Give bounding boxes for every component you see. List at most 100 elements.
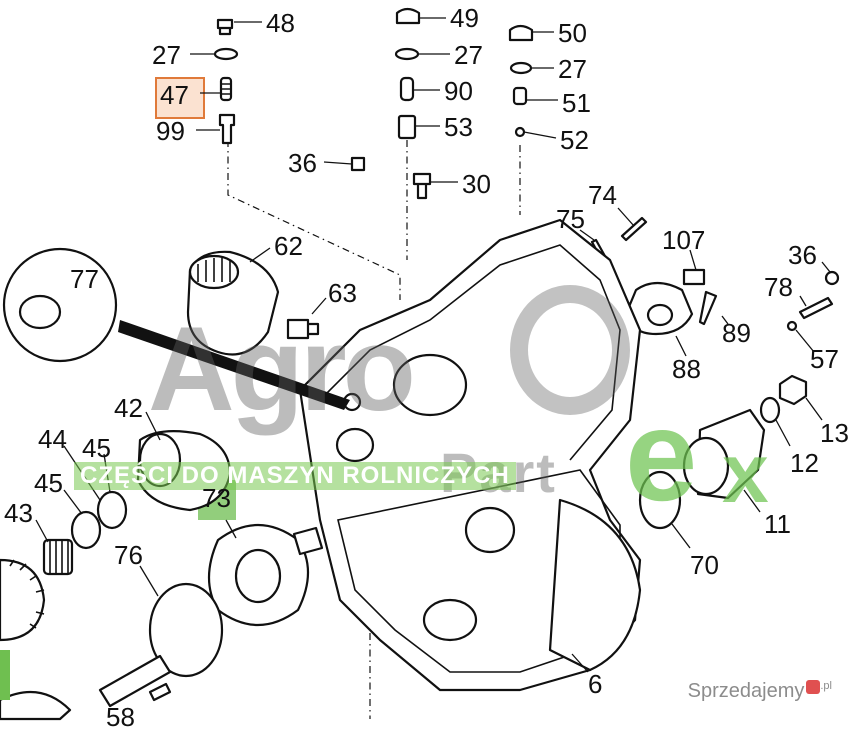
leader-36a [323,161,353,165]
spring-51 [512,86,528,106]
leader-57 [795,329,815,353]
callout-43: 43 [4,498,33,528]
gear-left-teeth [9,559,45,629]
leader-78 [799,295,807,307]
nut-13 [778,374,808,406]
parts-diagram: Agro Part e x CZĘŚCI DO MASZYN ROLNICZYC… [0,3,849,730]
callout-45-lower: 45 [34,468,63,498]
callout-47: 47 [160,80,189,110]
callout-6: 6 [588,669,603,699]
callout-48: 48 [266,8,295,38]
ball-52 [514,126,526,138]
leader-12 [775,419,791,447]
callout-53: 53 [444,112,473,142]
leader-73 [225,519,237,539]
housing-boss [335,427,375,463]
exploded-view-drawing [0,7,840,721]
highlight-47 [155,77,205,119]
leader-88 [675,335,687,357]
housing-bore-low [422,598,478,642]
housing-bore-mid [464,506,516,554]
filter-62-ribs [197,258,231,282]
callout-11: 11 [764,509,791,539]
footer-brand: Sprzedajemy [687,680,805,702]
leader-63 [311,297,327,315]
footer-dot-icon [806,680,821,694]
callout-99: 99 [156,116,185,146]
callout-90: 90 [444,76,473,106]
callout-89: 89 [722,318,751,348]
leader-6 [571,653,589,673]
watermark-brand-o [510,285,630,415]
plug-50 [508,24,534,42]
callout-76: 76 [114,540,143,570]
washer-12 [759,396,781,424]
sleeve-53 [397,114,417,140]
axis-line-left [227,140,401,300]
callout-45-upper: 45 [82,433,111,463]
watermark-brand-e: e [625,382,698,528]
leader-62 [249,247,271,263]
spring-78 [798,296,834,320]
gear-left [0,558,46,642]
bearing-43-rollers [49,540,69,574]
callout-27-left: 27 [152,40,181,70]
fitting-63 [286,318,320,340]
bolt-30 [412,172,432,200]
sensor-107 [682,268,706,286]
leader-74 [617,207,635,227]
housing-bore-top [392,353,468,417]
seal-70 [638,470,682,530]
pto-73-inner [234,548,282,604]
ball-57 [786,320,798,332]
plug-49 [395,7,421,25]
watermark-brand-big: Agro [148,302,416,436]
callout-78: 78 [764,272,793,302]
leader-75 [579,229,595,241]
pin-90 [399,76,415,102]
pto-73-shaft [292,526,324,556]
callout-36-right: 36 [788,240,817,270]
callout-13: 13 [820,418,849,448]
callout-57: 57 [810,344,839,374]
footer-watermark: Sprzedajemy .pl [688,680,832,703]
pin-58-hint [148,682,172,702]
spring-47-coils [221,83,231,95]
callout-75: 75 [556,204,585,234]
callout-74: 74 [588,180,617,210]
watermark-band: CZĘŚCI DO MASZYN ROLNICZYCH [74,462,516,490]
green-edge-mark [0,650,10,700]
leader-36b [821,261,831,273]
callout-52: 52 [560,125,589,155]
leader-11 [743,489,761,513]
gear-lower [0,690,72,721]
detail-circle-77 [2,247,118,363]
callout-73: 73 [202,483,231,513]
housing-rear-bulge [548,498,642,672]
leader-70 [671,523,691,549]
footer-suffix: .pl [820,680,832,692]
callout-36-top: 36 [288,148,317,178]
leader-42 [145,411,161,441]
yoke-11-hub [682,436,730,496]
shaft-lower [98,654,172,708]
callout-51: 51 [562,88,591,118]
callout-49: 49 [450,3,479,33]
washer-45b [70,510,102,550]
leader-45b [63,489,83,515]
callout-50: 50 [558,18,587,48]
leader-89 [721,315,729,325]
leader-107 [689,249,697,271]
callout-12: 12 [790,448,819,478]
bearing-43 [42,538,74,576]
watermark-brand-x: x [722,426,769,520]
leader-43 [35,519,49,543]
callout-44: 44 [38,424,67,454]
callout-77: 77 [70,264,99,294]
callout-27-right: 27 [558,54,587,84]
plug-48 [216,18,234,36]
callout-107: 107 [662,225,706,255]
washer-45a [96,490,128,530]
oring-27-right [509,61,533,75]
callout-62: 62 [274,231,303,261]
